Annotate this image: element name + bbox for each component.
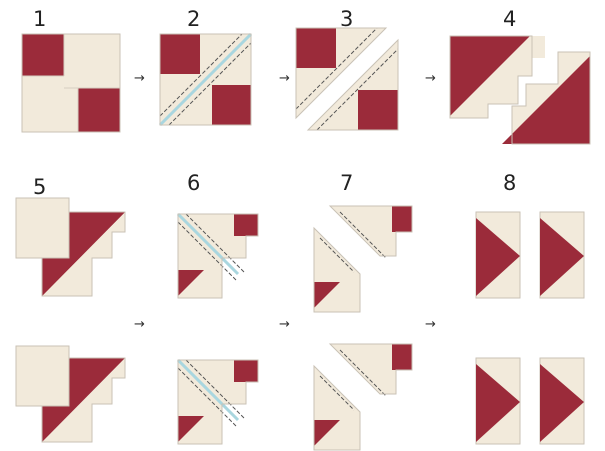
red-square (212, 85, 251, 125)
step7-top-b (314, 228, 360, 312)
red-square (78, 88, 120, 132)
red-square (160, 34, 200, 74)
step7-bottom-a (330, 344, 412, 396)
cream-square (16, 346, 69, 406)
cream-square (16, 198, 69, 258)
step8-unit (540, 358, 584, 444)
red-square (22, 34, 64, 76)
step6-bottom (178, 360, 258, 444)
red-square (296, 28, 336, 68)
step8-unit (476, 358, 520, 444)
step6-top (178, 214, 258, 298)
step5-top (16, 198, 125, 296)
step5-bottom (16, 346, 125, 442)
step7-top-a (330, 206, 412, 258)
step1-block (22, 34, 120, 132)
red-square (358, 90, 398, 130)
step8-unit (540, 212, 584, 298)
step2-block (160, 34, 251, 125)
step7-bottom-b (314, 366, 360, 450)
step8-unit (476, 212, 520, 298)
